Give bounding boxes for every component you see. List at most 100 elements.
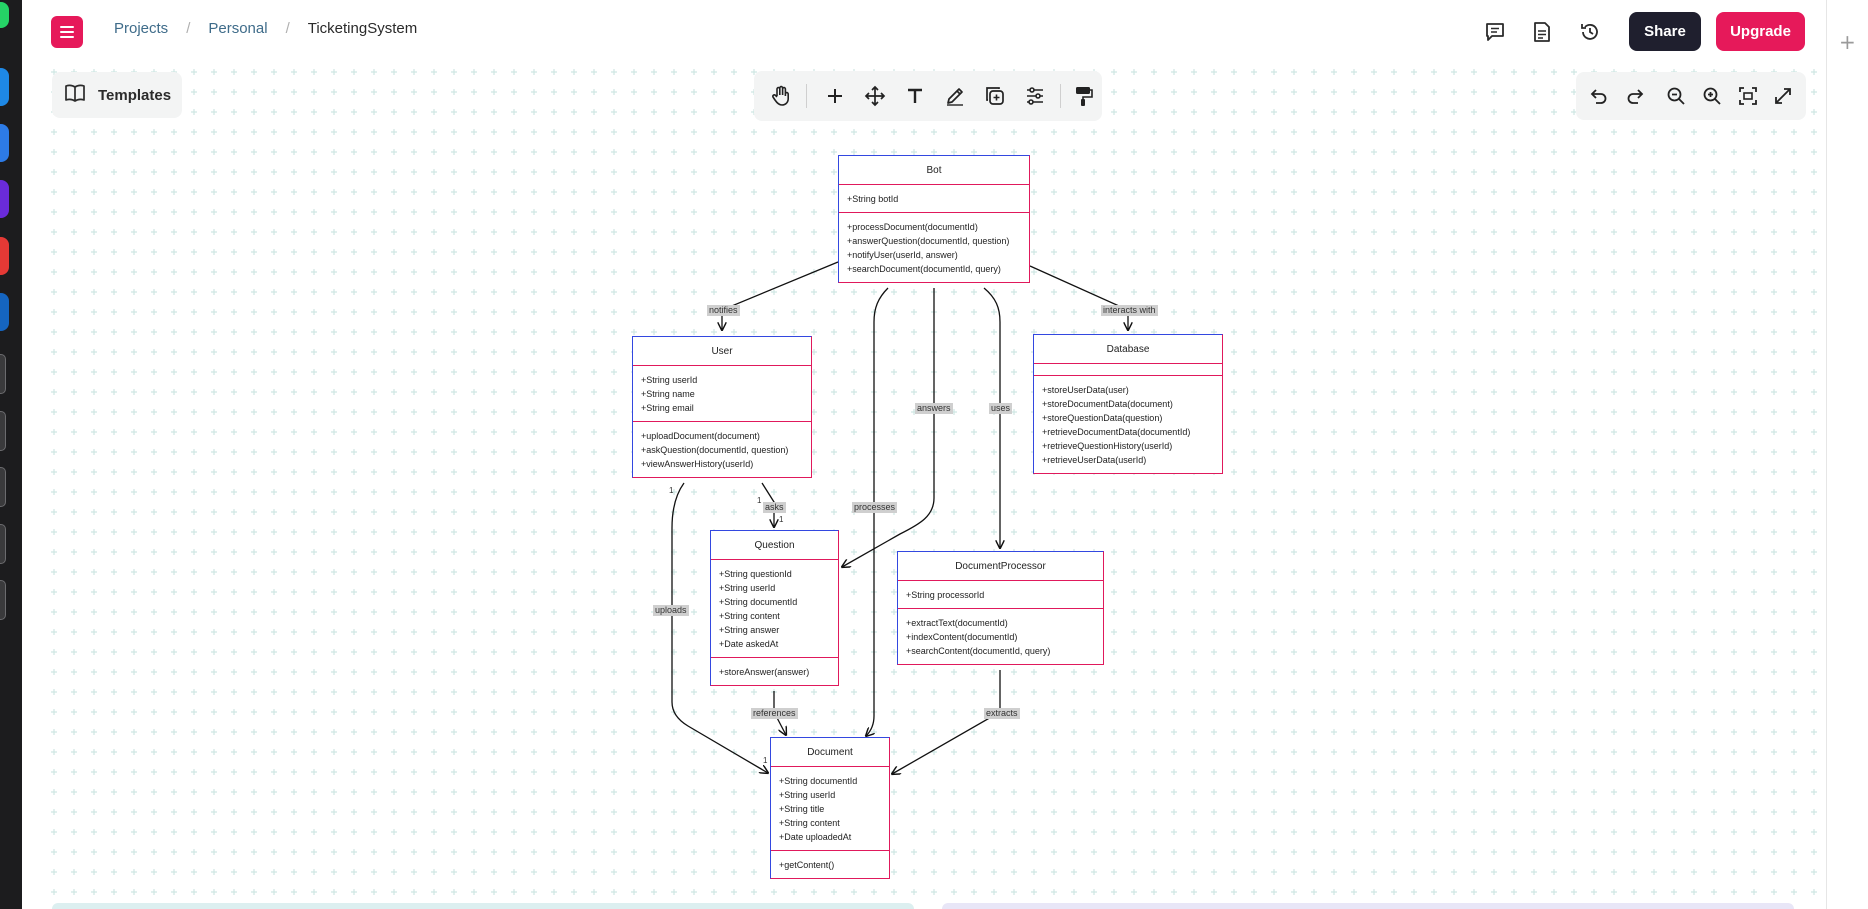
method: +storeAnswer(answer) (719, 667, 810, 677)
dock-app-blue-icon[interactable] (0, 68, 9, 106)
multiplicity-label: 1 (757, 496, 762, 505)
attribute: +Date uploadedAt (779, 832, 852, 842)
attribute: +String questionId (719, 569, 792, 579)
hand-icon[interactable] (768, 83, 794, 109)
attribute: +String botId (847, 194, 899, 204)
attribute: +String content (779, 818, 840, 828)
breadcrumb-separator: / (285, 20, 290, 37)
document-icon[interactable] (1529, 19, 1555, 45)
undo-icon[interactable] (1586, 83, 1612, 109)
dock-app-calendar-icon[interactable] (0, 124, 9, 162)
edge-label-uses[interactable]: uses (989, 403, 1013, 414)
edge-label-processes[interactable]: processes (852, 502, 898, 513)
method: +extractText(documentId) (906, 618, 1008, 628)
zoom-out-icon[interactable] (1663, 83, 1689, 109)
add-panel-icon[interactable]: + (1839, 30, 1856, 54)
attribute: +Date askedAt (719, 639, 779, 649)
multiplicity-label: 1 (779, 515, 784, 524)
method: +searchContent(documentId, query) (906, 646, 1051, 656)
move-icon[interactable] (862, 83, 888, 109)
dock-window-icon[interactable] (0, 411, 6, 451)
bottom-panel-right (942, 903, 1794, 909)
breadcrumb-personal[interactable]: Personal (208, 20, 268, 37)
method: +retrieveDocumentData(documentId) (1042, 427, 1191, 437)
dock-app-purple-icon[interactable] (0, 180, 9, 218)
attribute: +String email (641, 403, 694, 413)
class-title: Document (771, 738, 889, 767)
menu-button[interactable] (51, 16, 83, 48)
class-title: User (633, 337, 811, 366)
class-methods: +uploadDocument(document) +askQuestion(d… (633, 422, 811, 477)
attribute: +String documentId (779, 776, 858, 786)
top-header: Projects / Personal / TicketingSystem Sh… (22, 0, 1826, 62)
method: +uploadDocument(document) (641, 431, 760, 441)
redo-icon[interactable] (1622, 83, 1648, 109)
class-attributes: +String questionId +String userId +Strin… (711, 560, 838, 658)
edge-label-uploads[interactable]: uploads (653, 605, 689, 616)
breadcrumb-projects[interactable]: Projects (114, 20, 169, 37)
settings-sliders-icon[interactable] (1022, 83, 1048, 109)
class-methods: +storeAnswer(answer) (711, 658, 838, 685)
pen-icon[interactable] (942, 83, 968, 109)
method: +storeUserData(user) (1042, 385, 1129, 395)
attribute: +String userId (641, 375, 698, 385)
method: +answerQuestion(documentId, question) (847, 236, 1010, 246)
class-database[interactable]: Database +storeUserData(user) +storeDocu… (1033, 334, 1223, 474)
breadcrumb-current-project[interactable]: TicketingSystem (307, 20, 418, 37)
add-icon[interactable] (822, 83, 848, 109)
breadcrumb-separator: / (186, 20, 191, 37)
attribute: +String documentId (719, 597, 798, 607)
comments-icon[interactable] (1482, 19, 1508, 45)
dock-app-linkedin-icon[interactable] (0, 293, 9, 331)
method: +viewAnswerHistory(userId) (641, 459, 754, 469)
method: +searchDocument(documentId, query) (847, 264, 1001, 274)
multiplicity-label: 1 (763, 756, 768, 765)
dock-window-icon[interactable] (0, 524, 6, 564)
class-methods: +processDocument(documentId) +answerQues… (839, 213, 1029, 282)
edge-label-interacts-with[interactable]: interacts with (1101, 305, 1158, 316)
templates-label: Templates (98, 86, 172, 104)
attribute: +String content (719, 611, 780, 621)
dock-window-icon[interactable] (0, 580, 6, 620)
attribute: +String answer (719, 625, 780, 635)
class-question[interactable]: Question +String questionId +String user… (710, 530, 839, 686)
paint-roller-icon[interactable] (1070, 83, 1096, 109)
method: +storeQuestionData(question) (1042, 413, 1163, 423)
dock-app-red-icon[interactable] (0, 237, 9, 275)
view-controls (1576, 72, 1806, 120)
class-attributes: +String documentId +String userId +Strin… (771, 767, 889, 851)
share-button[interactable]: Share (1629, 12, 1701, 51)
edge-label-extracts[interactable]: extracts (984, 708, 1020, 719)
templates-button[interactable]: Templates (52, 72, 182, 118)
fit-screen-icon[interactable] (1735, 83, 1761, 109)
class-title: DocumentProcessor (898, 552, 1103, 581)
method: +retrieveUserData(userId) (1042, 455, 1147, 465)
edge-label-answers[interactable]: answers (915, 403, 953, 414)
class-document[interactable]: Document +String documentId +String user… (770, 737, 890, 879)
text-icon[interactable] (902, 83, 928, 109)
class-user[interactable]: User +String userId +String name +String… (632, 336, 812, 478)
method: +retrieveQuestionHistory(userId) (1042, 441, 1173, 451)
dock-window-icon[interactable] (0, 467, 6, 507)
zoom-in-icon[interactable] (1699, 83, 1725, 109)
edge-label-references[interactable]: references (751, 708, 798, 719)
class-title: Database (1034, 335, 1222, 364)
class-document-processor[interactable]: DocumentProcessor +String processorId +e… (897, 551, 1104, 665)
os-dock (0, 0, 22, 909)
breadcrumb: Projects / Personal / TicketingSystem (114, 20, 417, 37)
edge-label-notifies[interactable]: notifies (707, 305, 740, 316)
edge-label-asks[interactable]: asks (763, 502, 786, 513)
upgrade-button[interactable]: Upgrade (1716, 12, 1805, 51)
attribute: +String name (641, 389, 695, 399)
dock-window-icon[interactable] (0, 354, 6, 394)
class-attributes (1034, 364, 1222, 376)
copy-shape-icon[interactable] (982, 83, 1008, 109)
attribute: +String userId (779, 790, 836, 800)
method: +storeDocumentData(document) (1042, 399, 1173, 409)
history-icon[interactable] (1577, 19, 1603, 45)
fullscreen-icon[interactable] (1770, 83, 1796, 109)
class-bot[interactable]: Bot +String botId +processDocument(docum… (838, 155, 1030, 283)
class-methods: +storeUserData(user) +storeDocumentData(… (1034, 376, 1222, 473)
dock-app-whatsapp-icon[interactable] (0, 2, 9, 28)
